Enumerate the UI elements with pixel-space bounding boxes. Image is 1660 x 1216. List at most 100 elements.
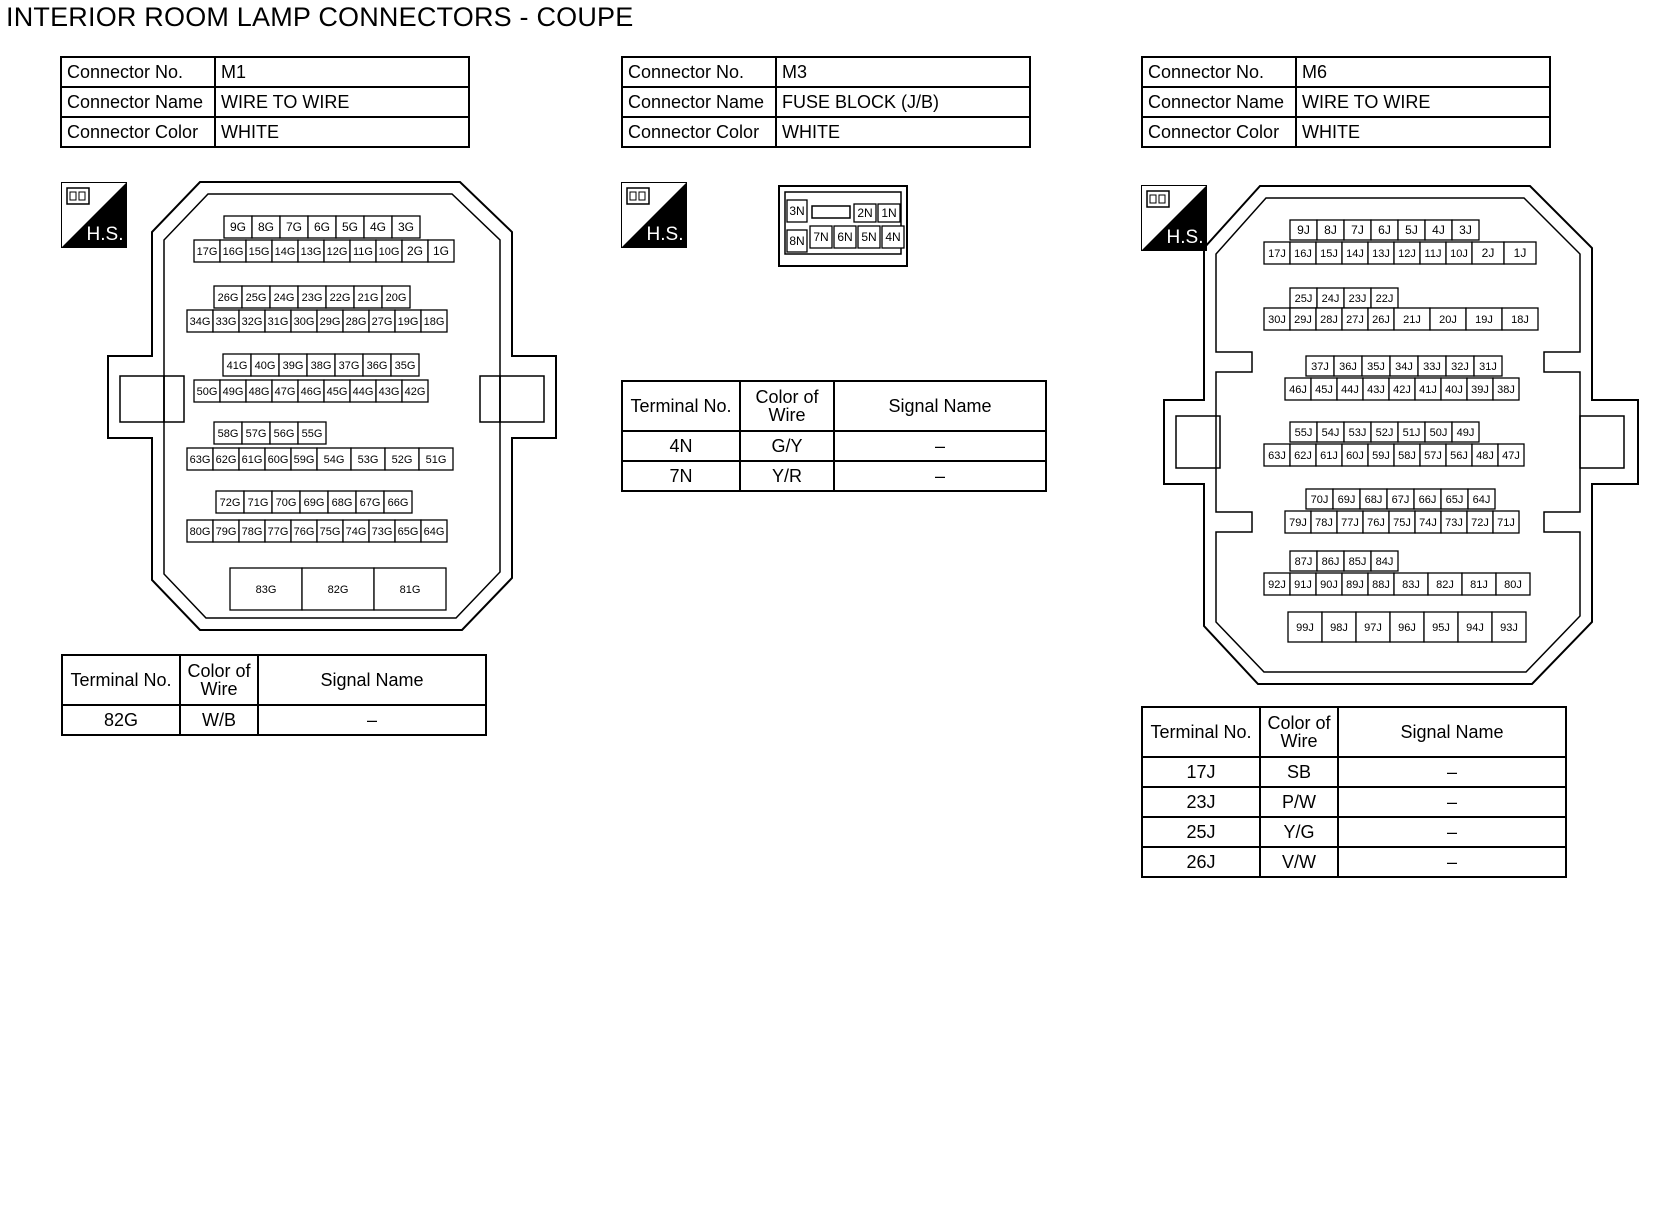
pin-16J: 16J [1289, 241, 1317, 265]
pin-label: 40J [1445, 384, 1463, 396]
pin-92J: 92J [1263, 572, 1291, 596]
pin-label: 13J [1372, 248, 1390, 260]
pin-label: 31J [1479, 361, 1497, 373]
pin-label: 4N [885, 230, 900, 244]
label-connector-color: Connector Color [60, 116, 216, 148]
pin-label: 16J [1294, 248, 1312, 260]
pin-label: 6J [1378, 223, 1391, 237]
pin-label: 12G [327, 246, 348, 258]
pin-49G: 49G [219, 379, 247, 403]
pin-13G: 13G [297, 239, 325, 263]
pin-53G: 53G [350, 447, 386, 471]
harness-side-icon: H.S. [621, 182, 687, 248]
pin-label: 59J [1372, 450, 1390, 462]
pin-label: 8N [789, 234, 804, 248]
pin-63J: 63J [1263, 443, 1291, 467]
pin-label: 67G [360, 497, 381, 509]
pin-12G: 12G [323, 239, 351, 263]
pin-label: 50J [1430, 427, 1448, 439]
table-row: 17J SB – [1141, 756, 1567, 788]
pin-96J: 96J [1389, 611, 1425, 643]
table-row: 7N Y/R – [621, 460, 1047, 492]
signal-name: – [833, 460, 1047, 492]
pin-label: 71G [248, 497, 269, 509]
pin-label: 83G [256, 584, 277, 596]
pin-label: 3J [1459, 223, 1472, 237]
pin-label: 93J [1500, 622, 1518, 634]
pin-60J: 60J [1341, 443, 1369, 467]
pin-74G: 74G [342, 519, 370, 543]
pin-label: 76J [1367, 517, 1385, 529]
pin-26G: 26G [213, 285, 243, 309]
pin-label: 14G [275, 246, 296, 258]
pin-label: 69G [304, 497, 325, 509]
pin-28G: 28G [342, 309, 370, 333]
pin-label: 38J [1497, 384, 1515, 396]
pin-93J: 93J [1491, 611, 1527, 643]
pin-label: 58G [218, 428, 239, 440]
pin-19G: 19G [394, 309, 422, 333]
pin-80J: 80J [1495, 572, 1531, 596]
label-connector-no: Connector No. [621, 56, 777, 88]
pin-label: 33G [216, 316, 237, 328]
pin-10J: 10J [1445, 241, 1473, 265]
pin-20G: 20G [381, 285, 411, 309]
pin-41G: 41G [222, 353, 252, 377]
pin-16G: 16G [219, 239, 247, 263]
pin-label: 5N [861, 230, 876, 244]
pin-label: 11J [1425, 248, 1442, 260]
header-signal-name: Signal Name [1337, 706, 1567, 758]
table-row: 23J P/W – [1141, 786, 1567, 818]
pin-32G: 32G [238, 309, 266, 333]
pin-label: 37J [1311, 361, 1329, 373]
pin-50J: 50J [1424, 421, 1453, 443]
pin-label: 1N [881, 206, 896, 220]
pin-75J: 75J [1388, 510, 1416, 534]
signal-name: – [1337, 816, 1567, 848]
pin-7N: 7N [809, 225, 833, 249]
pin-label: 81J [1470, 579, 1488, 591]
pin-68J: 68J [1359, 488, 1388, 510]
pin-label: 54J [1322, 427, 1340, 439]
pin-label: 47G [275, 386, 296, 398]
pin-label: 51J [1403, 427, 1421, 439]
pin-73G: 73G [368, 519, 396, 543]
header-terminal-no: Terminal No. [1141, 706, 1261, 758]
pin-63G: 63G [186, 447, 214, 471]
pin-39J: 39J [1466, 377, 1494, 401]
pin-54J: 54J [1316, 421, 1345, 443]
pin-label: 18J [1511, 314, 1529, 326]
pin-label: 43J [1367, 384, 1385, 396]
pin-label: 99J [1296, 622, 1314, 634]
pin-27G: 27G [368, 309, 396, 333]
pin-35J: 35J [1361, 355, 1391, 377]
signal-name: – [257, 704, 487, 736]
table-row: 26J V/W – [1141, 846, 1567, 878]
pin-label: 53J [1349, 427, 1367, 439]
pin-46J: 46J [1284, 377, 1312, 401]
pin-44J: 44J [1336, 377, 1364, 401]
pin-label: 31G [268, 316, 289, 328]
pin-label: 63G [190, 454, 211, 466]
pin-label: 34G [190, 316, 211, 328]
pin-label: 23J [1349, 293, 1367, 305]
pin-99J: 99J [1287, 611, 1323, 643]
pin-label: 68G [332, 497, 353, 509]
page-title: INTERIOR ROOM LAMP CONNECTORS - COUPE [6, 2, 634, 32]
pin-75G: 75G [316, 519, 344, 543]
pin-41J: 41J [1414, 377, 1442, 401]
pin-70J: 70J [1305, 488, 1334, 510]
pin-7G: 7G [279, 215, 309, 239]
pin-4J: 4J [1424, 219, 1453, 241]
pin-label: 77G [268, 526, 289, 538]
m1-connector-housing [107, 181, 557, 631]
hs-label: H.S. [647, 224, 684, 245]
label-connector-color: Connector Color [1141, 116, 1297, 148]
pin-28J: 28J [1315, 307, 1343, 331]
pin-label: 41G [227, 360, 248, 372]
pin-label: 29J [1294, 314, 1312, 326]
